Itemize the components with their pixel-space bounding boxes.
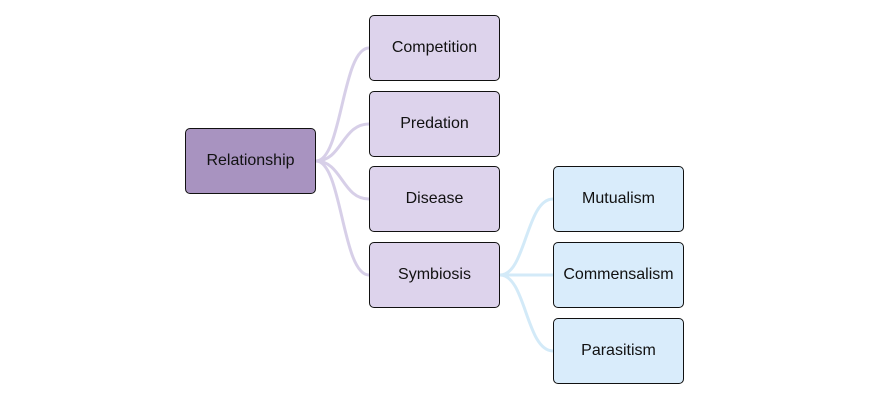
node-predation: Predation <box>369 91 500 157</box>
node-predation-label: Predation <box>400 115 469 132</box>
connector-symbiosis-parasitism <box>499 273 554 353</box>
node-mutualism: Mutualism <box>553 166 684 232</box>
node-symbiosis-label: Symbiosis <box>398 266 471 283</box>
connector-relationship-competition <box>315 46 370 163</box>
node-commensalism: Commensalism <box>553 242 684 308</box>
node-mutualism-label: Mutualism <box>582 190 655 207</box>
node-disease-label: Disease <box>405 190 464 207</box>
node-competition-label: Competition <box>391 39 478 56</box>
node-competition: Competition <box>369 15 500 81</box>
node-symbiosis: Symbiosis <box>369 242 500 308</box>
connector-relationship-symbiosis <box>315 159 370 277</box>
node-commensalism-label: Commensalism <box>563 266 674 283</box>
node-relationship-label: Relationship <box>206 152 295 169</box>
node-parasitism-label: Parasitism <box>581 342 656 359</box>
node-relationship: Relationship <box>185 128 316 194</box>
node-parasitism: Parasitism <box>553 318 684 384</box>
connector-relationship-disease <box>315 159 370 201</box>
connector-symbiosis-mutualism <box>499 197 554 277</box>
connector-relationship-predation <box>315 122 370 163</box>
node-disease: Disease <box>369 166 500 232</box>
